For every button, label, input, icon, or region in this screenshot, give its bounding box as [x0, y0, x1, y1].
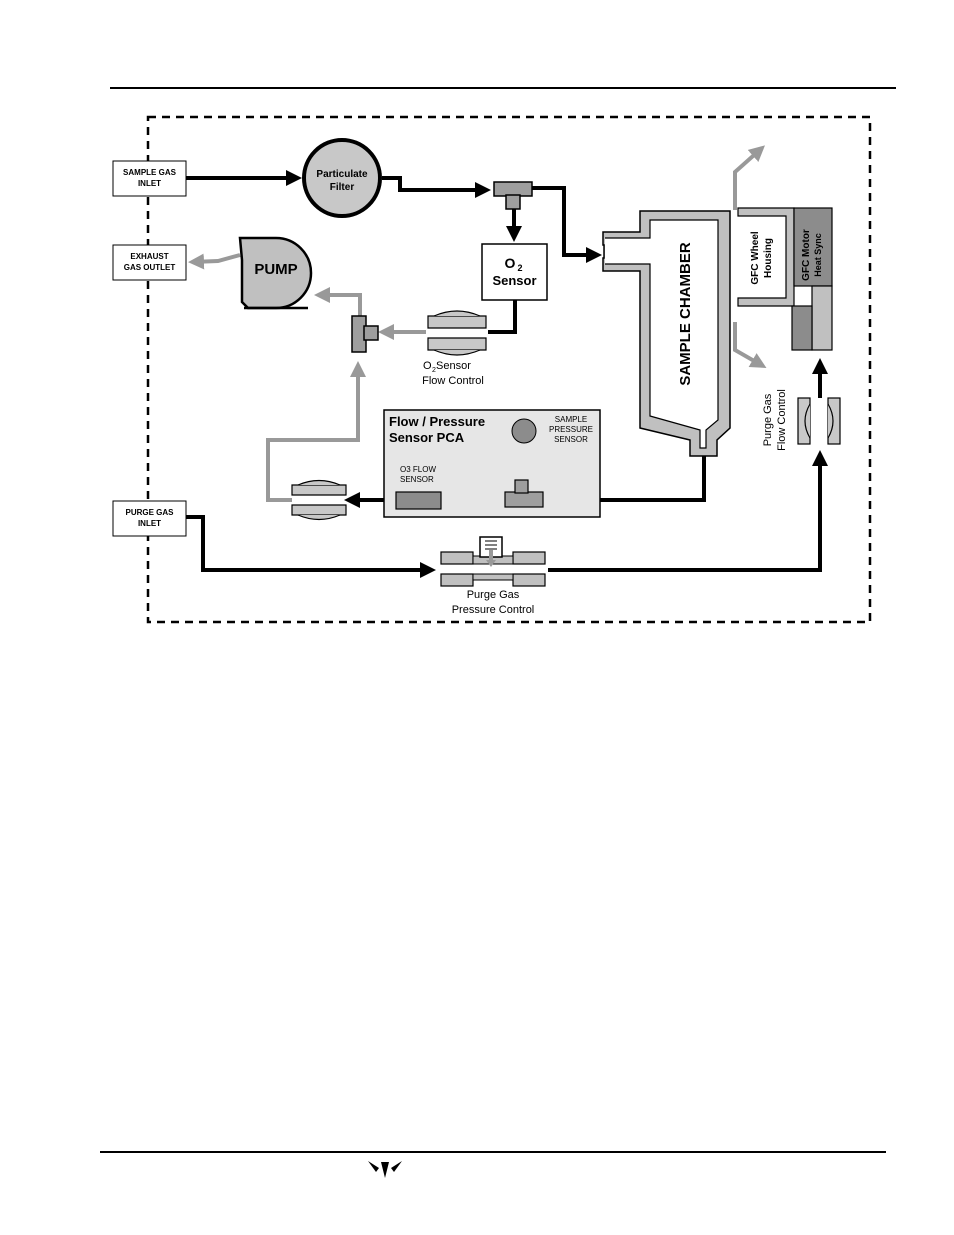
o2-sensor-label-o: O	[505, 255, 516, 271]
purge-gas-inlet-label-2: INLET	[138, 519, 161, 528]
gfc-motor-heat-sync: GFC Motor Heat Sync	[792, 208, 832, 350]
sample-pressure-sensor-label-3: SENSOR	[554, 435, 588, 444]
purge-gas-inlet-label: PURGE GAS	[125, 508, 174, 517]
o2-sensor: O 2 Sensor	[482, 244, 547, 300]
sample-pressure-sensor-label-2: PRESSURE	[549, 425, 593, 434]
o2-sensor-label-sub: 2	[517, 263, 522, 273]
sample-chamber: SAMPLE CHAMBER	[603, 211, 730, 456]
sample-gas-inlet-box: SAMPLE GAS INLET	[113, 161, 186, 196]
purge-pressure-control-label-2: Pressure Control	[452, 604, 535, 616]
purge-gas-pressure-control: Purge Gas Pressure Control	[441, 537, 545, 616]
sample-pressure-sensor-label: SAMPLE	[555, 415, 587, 424]
gfc-wheel-housing: GFC Wheel Housing	[738, 208, 794, 306]
o2-flow-control-label-2: Flow Control	[422, 375, 484, 387]
o3-flow-sensor-label-2: SENSOR	[400, 475, 434, 484]
exhaust-gas-outlet-label: EXHAUST	[130, 252, 168, 261]
orifice-flow-control	[292, 481, 346, 520]
purge-flow-control-label: Purge Gas	[762, 393, 774, 446]
pump-label: PUMP	[254, 261, 297, 278]
sample-gas-inlet-label-2: INLET	[138, 179, 161, 188]
purge-flow-control-label-2: Flow Control	[776, 389, 788, 451]
gfc-motor-label: GFC Motor	[801, 229, 812, 281]
gfc-motor-label-2: Heat Sync	[813, 233, 823, 277]
purge-gas-inlet-box: PURGE GAS INLET	[113, 501, 186, 536]
purge-pressure-control-label: Purge Gas	[467, 589, 520, 601]
o2-sensor-flow-control: O 2 Sensor Flow Control	[422, 311, 486, 387]
gfc-wheel-housing-label: GFC Wheel	[750, 231, 761, 285]
pump: PUMP	[240, 238, 311, 308]
particulate-filter-label-2: Filter	[330, 182, 355, 193]
o2-sensor-label: Sensor	[492, 273, 536, 288]
company-logo	[368, 1161, 402, 1178]
pca-title-2: Sensor PCA	[389, 430, 465, 445]
particulate-filter-label: Particulate	[316, 169, 368, 180]
sample-tee	[494, 182, 532, 209]
o2-flow-control-label-o: O	[423, 360, 432, 372]
exhaust-gas-outlet-box: EXHAUST GAS OUTLET	[113, 245, 186, 280]
sample-chamber-label: SAMPLE CHAMBER	[677, 242, 694, 386]
flow-pressure-sensor-pca: Flow / Pressure Sensor PCA SAMPLE PRESSU…	[384, 410, 600, 517]
exhaust-gas-outlet-label-2: GAS OUTLET	[124, 263, 176, 272]
particulate-filter: Particulate Filter	[304, 140, 380, 216]
gfc-wheel-housing-label-2: Housing	[763, 238, 774, 278]
pca-title: Flow / Pressure	[389, 414, 485, 429]
exhaust-tee	[352, 316, 378, 352]
o3-flow-sensor-label: O3 FLOW	[400, 465, 436, 474]
sample-gas-inlet-label: SAMPLE GAS	[123, 168, 177, 177]
o2-flow-control-label: Sensor	[436, 360, 471, 372]
purge-gas-flow-control: Purge Gas Flow Control	[762, 389, 840, 451]
